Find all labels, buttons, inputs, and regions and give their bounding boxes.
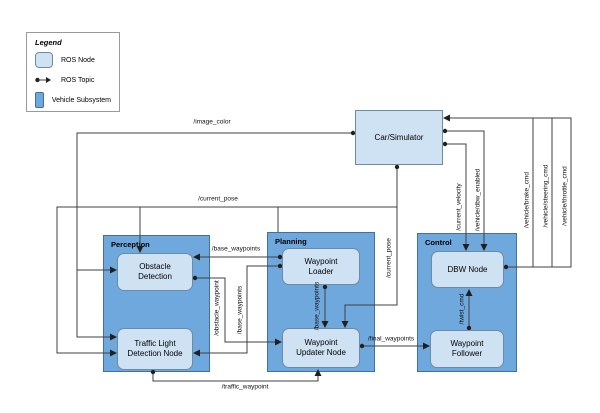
node-label: Waypoint Follower xyxy=(450,339,484,358)
legend-row-ros-node: ROS Node xyxy=(35,52,111,68)
topic-label-twist-cmd: /twist_cmd xyxy=(458,293,466,325)
topic-label-current-velocity: /current_velocity xyxy=(455,183,463,231)
edge-current-pose-left xyxy=(56,206,397,357)
topic-label-current-pose: /current_pose xyxy=(198,195,238,203)
node-label: Waypoint Updater Node xyxy=(296,338,346,357)
legend-item-label: ROS Node xyxy=(61,56,95,64)
node-obstacle-detection: Obstacle Detection xyxy=(117,253,193,291)
vehicle-subsystem-swatch-icon xyxy=(35,92,44,108)
edge-vehicle-cmds xyxy=(443,114,572,270)
topic-label-obstacle-waypoint: /obstacle_waypoint xyxy=(213,280,221,336)
subsystem-control-title: Control xyxy=(425,238,452,247)
topic-label-base-waypoints: /base_waypoints xyxy=(236,285,244,335)
legend-row-ros-topic: ROS Topic xyxy=(35,76,111,84)
node-traffic-light-detection: Traffic Light Detection Node xyxy=(117,328,193,370)
node-label: Car/Simulator xyxy=(374,132,424,142)
legend-row-vehicle-subsystem: Vehicle Subsystem xyxy=(35,92,111,108)
topic-label-throttle-cmd: /vehicle/throttle_cmd xyxy=(561,166,569,226)
node-dbw: DBW Node xyxy=(431,251,504,288)
legend-title: Legend xyxy=(35,38,62,47)
edge-current-pose-main xyxy=(341,164,400,328)
node-label: Traffic Light Detection Node xyxy=(127,339,183,358)
node-waypoint-loader: Waypoint Loader xyxy=(282,248,360,285)
topic-label-image-color: /image_color xyxy=(193,118,231,126)
topic-label-steering-cmd: /vehicle/steering_cmd xyxy=(542,164,550,228)
topic-label-traffic-waypoint: /traffic_waypoint xyxy=(221,383,269,391)
ros-node-swatch-icon xyxy=(35,52,53,68)
edge-obstacle-waypoint xyxy=(192,275,282,346)
legend-item-label: Vehicle Subsystem xyxy=(51,96,111,104)
topic-label-current-pose: /current_pose xyxy=(385,238,393,278)
topic-label-dbw-enabled: /vehicle/dbw_enabled xyxy=(474,168,482,232)
legend-item-label: ROS Topic xyxy=(61,76,95,84)
node-waypoint-updater: Waypoint Updater Node xyxy=(282,328,360,368)
topic-label-final-waypoints: /final_waypoints xyxy=(367,335,415,343)
node-label: DBW Node xyxy=(447,264,488,274)
edge-image-color xyxy=(76,130,356,341)
topic-label-base-waypoints: /base_waypoints xyxy=(211,245,261,253)
topic-label-brake-cmd: /vehicle/brake_cmd xyxy=(523,172,531,228)
ros-topic-glyph-icon xyxy=(35,77,51,83)
node-label: Obstacle Detection xyxy=(138,262,172,281)
legend-box: Legend ROS Node ROS Topic Vehicle Subsys… xyxy=(26,32,120,112)
topic-label-base-waypoints: /base_waypoints xyxy=(313,281,321,331)
node-label: Waypoint Loader xyxy=(304,256,338,276)
node-car-simulator: Car/Simulator xyxy=(355,110,443,165)
node-waypoint-follower: Waypoint Follower xyxy=(430,330,504,368)
edge-traffic-waypoint xyxy=(150,369,322,382)
